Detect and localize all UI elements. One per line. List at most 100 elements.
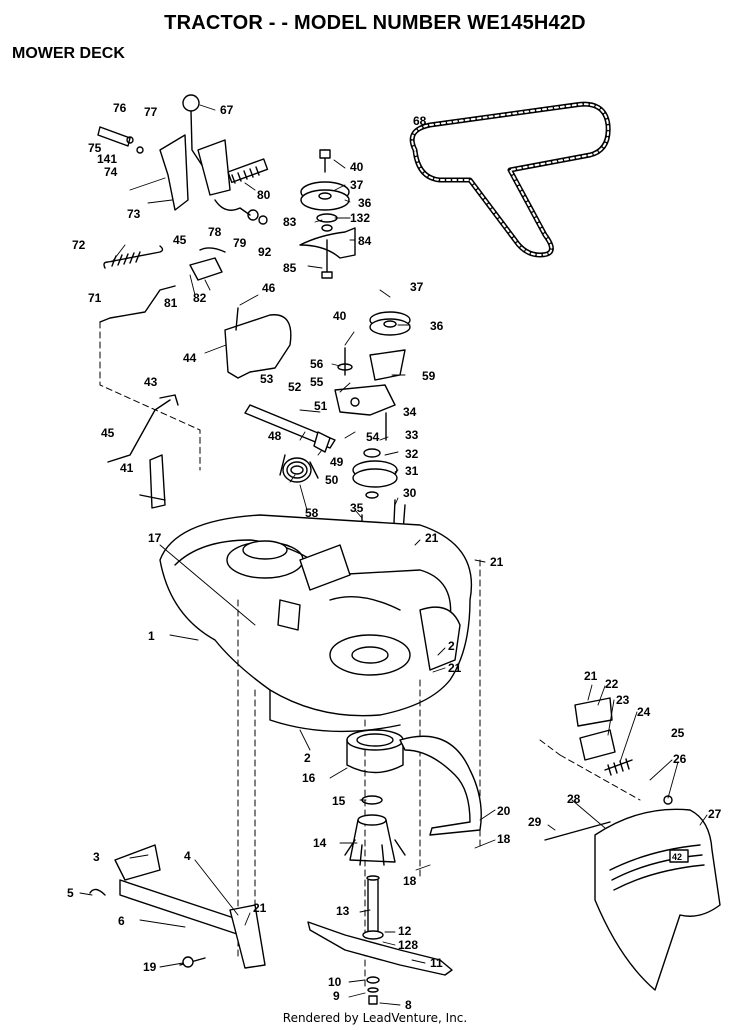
callout-72: 72 <box>72 238 86 252</box>
pulley-36-middle-drawing <box>337 311 411 381</box>
callout-35: 35 <box>350 501 364 515</box>
callout-21-c: 21 <box>448 661 462 675</box>
baffle-44-drawing <box>224 314 292 379</box>
callout-19: 19 <box>143 960 157 974</box>
callout-52: 52 <box>288 380 302 394</box>
callout-43: 43 <box>144 375 158 389</box>
callout-25: 25 <box>671 726 685 740</box>
callout-92: 92 <box>258 245 272 259</box>
callout-40-middle: 40 <box>333 309 347 323</box>
callout-2-lower: 2 <box>304 751 311 765</box>
rod-43-drawing <box>107 394 179 509</box>
callout-58: 58 <box>305 506 319 520</box>
deck-badge-text: 42 <box>672 852 682 862</box>
footer-credit: Rendered by LeadVenture, Inc. <box>282 1011 468 1025</box>
callout-23: 23 <box>616 693 630 707</box>
callout-76: 76 <box>113 101 127 115</box>
callout-40-upper: 40 <box>350 160 364 174</box>
callout-16: 16 <box>302 771 316 785</box>
callout-48: 48 <box>268 429 282 443</box>
callout-20: 20 <box>497 804 511 818</box>
spring-72-drawing <box>103 245 226 281</box>
callout-11: 11 <box>430 956 443 970</box>
callout-68: 68 <box>413 114 427 128</box>
callout-77: 77 <box>144 105 158 119</box>
callout-10: 10 <box>328 975 342 989</box>
callout-74: 74 <box>104 165 118 179</box>
callout-18-left: 18 <box>403 874 417 888</box>
callout-28: 28 <box>567 792 581 806</box>
callout-56: 56 <box>310 357 324 371</box>
callout-22: 22 <box>605 677 619 691</box>
callout-34: 34 <box>403 405 417 419</box>
baffle-20-drawing <box>399 735 482 836</box>
callout-31: 31 <box>405 464 419 478</box>
mower-deck-drawing <box>159 514 473 733</box>
callout-37-upper: 37 <box>350 178 364 192</box>
callout-8: 8 <box>405 998 412 1012</box>
callout-3: 3 <box>93 850 100 864</box>
callout-67: 67 <box>220 103 234 117</box>
callout-84: 84 <box>358 234 372 248</box>
callout-4: 4 <box>184 849 191 863</box>
lift-lever-drawing <box>97 94 269 225</box>
callout-37-middle: 37 <box>410 280 424 294</box>
callout-46: 46 <box>262 281 276 295</box>
callout-132: 132 <box>350 211 370 225</box>
callout-6: 6 <box>118 914 125 928</box>
callout-36-upper: 36 <box>358 196 372 210</box>
callout-21-a: 21 <box>425 531 439 545</box>
callout-14: 14 <box>313 836 327 850</box>
callout-21-e: 21 <box>584 669 598 683</box>
callout-21-d: 21 <box>253 901 267 915</box>
callout-9: 9 <box>333 989 340 1003</box>
callout-53: 53 <box>260 372 274 386</box>
callout-59: 59 <box>422 369 436 383</box>
pulley-31-drawing <box>352 412 398 499</box>
callout-18-right: 18 <box>497 832 511 846</box>
callout-1: 1 <box>148 629 155 643</box>
callout-36-middle: 36 <box>430 319 444 333</box>
callout-45-lower: 45 <box>101 426 115 440</box>
spindle-14-drawing <box>344 795 406 940</box>
rod-71-drawing <box>99 285 176 323</box>
callout-5: 5 <box>67 886 74 900</box>
callout-29: 29 <box>528 815 542 829</box>
section-title: MOWER DECK <box>12 45 125 62</box>
callout-79: 79 <box>233 236 247 250</box>
callout-80: 80 <box>257 188 271 202</box>
callout-27: 27 <box>708 807 722 821</box>
callout-21-b: 21 <box>490 555 504 569</box>
callout-12: 12 <box>398 924 412 938</box>
callout-83: 83 <box>283 215 297 229</box>
callout-17: 17 <box>148 531 162 545</box>
lift-arm-drawing <box>89 844 266 969</box>
pulley-36-top-drawing <box>299 149 356 279</box>
callout-44: 44 <box>183 351 197 365</box>
spring-58-drawing <box>279 454 319 483</box>
discharge-chute-drawing: 42 <box>544 808 721 991</box>
callout-71: 71 <box>88 291 102 305</box>
callout-30: 30 <box>403 486 417 500</box>
callout-141: 141 <box>97 152 117 166</box>
callout-13: 13 <box>336 904 350 918</box>
callout-2-upper: 2 <box>448 639 455 653</box>
blade-11-drawing <box>307 921 453 976</box>
callout-128: 128 <box>398 938 418 952</box>
callout-24: 24 <box>637 705 651 719</box>
page-title: TRACTOR - - MODEL NUMBER WE145H42D <box>164 12 586 34</box>
bracket-22-drawing <box>574 697 673 805</box>
callout-15: 15 <box>332 794 346 808</box>
callout-82: 82 <box>193 291 207 305</box>
callout-26: 26 <box>673 752 687 766</box>
callout-32: 32 <box>405 447 419 461</box>
callout-81: 81 <box>164 296 178 310</box>
callout-54: 54 <box>366 430 380 444</box>
callout-78: 78 <box>208 225 222 239</box>
callout-50: 50 <box>325 473 339 487</box>
idler-arm-drawing <box>244 384 396 453</box>
callout-41: 41 <box>120 461 134 475</box>
callout-55: 55 <box>310 375 324 389</box>
callout-85: 85 <box>283 261 297 275</box>
